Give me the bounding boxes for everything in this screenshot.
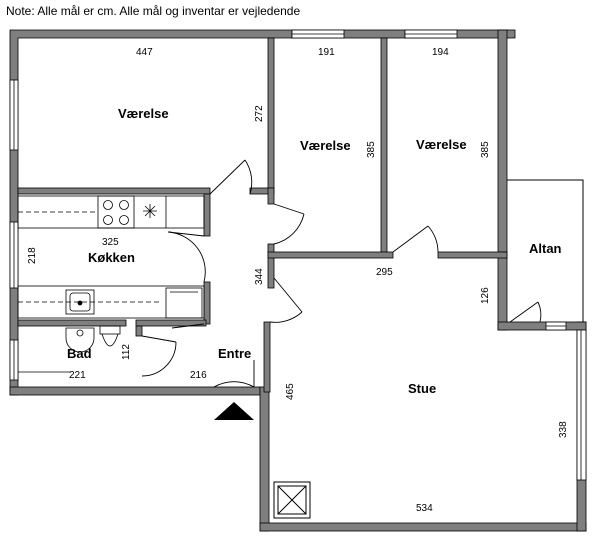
kitchen-fixtures <box>17 195 205 319</box>
dim-stue-step: 126 <box>480 287 491 304</box>
sink <box>65 289 95 315</box>
door-kitchen-stub <box>171 323 205 329</box>
dim-vaerelse-2-depth: 385 <box>366 141 377 158</box>
dim-stue-side: 338 <box>558 421 569 438</box>
fan-icon <box>143 204 157 218</box>
altan-outline <box>507 179 584 322</box>
dim-vaerelse-1-depth: 272 <box>254 105 265 122</box>
dim-vaerelse-2-width: 191 <box>318 47 335 58</box>
wall-east-upper <box>497 29 508 253</box>
wall-room2-east <box>380 37 388 253</box>
window-east-stue <box>576 329 587 481</box>
wall-kitchen-south <box>17 319 127 327</box>
wall-bottom-left <box>9 386 261 396</box>
dim-stue-depth: 465 <box>285 383 296 400</box>
door-entre <box>213 360 255 388</box>
dim-vaerelse-3-width: 194 <box>432 47 449 58</box>
interior-walls <box>17 37 508 393</box>
fridge <box>165 287 203 319</box>
wall-west-stue <box>259 386 270 532</box>
room-label-stue: Stue <box>408 381 436 396</box>
room-label-entre: Entre <box>218 346 251 361</box>
washbasin <box>65 327 95 353</box>
door-room3 <box>392 225 439 253</box>
dim-hall-width: 295 <box>376 267 393 278</box>
dim-koekken-depth: 218 <box>27 247 38 264</box>
wall-entre-west-b <box>203 281 211 325</box>
wall-bottom-stue <box>259 522 587 532</box>
wall-room1-south-a <box>17 187 211 195</box>
wall-hall-1 <box>267 243 275 289</box>
room-label-altan: Altan <box>529 241 562 256</box>
wall-hall-2 <box>267 251 394 259</box>
room-label-vaerelse-2: Værelse <box>300 138 351 153</box>
toilet-tank <box>99 325 121 335</box>
exterior-walls <box>9 29 587 532</box>
wall-entre-east <box>263 321 271 393</box>
dim-entre-depth: 344 <box>254 268 265 285</box>
room-label-vaerelse-1: Værelse <box>118 106 169 121</box>
wall-room2-west <box>267 187 275 205</box>
room-label-vaerelse-3: Værelse <box>416 137 467 152</box>
shaft <box>273 481 311 519</box>
dim-koekken-width: 325 <box>102 237 119 248</box>
dim-stue-width: 534 <box>416 503 433 514</box>
door-stue <box>269 277 303 323</box>
wall-altan-sill <box>497 321 587 331</box>
door-bath <box>141 335 177 377</box>
dim-bad-width: 221 <box>69 370 86 381</box>
toilet-bowl <box>101 333 119 347</box>
wall-room1-east <box>267 37 275 189</box>
door-altan <box>509 301 542 323</box>
windows <box>9 29 587 481</box>
door-room2 <box>273 203 305 245</box>
door-room1 <box>209 159 253 195</box>
dim-bad-depth: 112 <box>121 344 132 360</box>
dim-entre-width: 216 <box>190 370 207 381</box>
doors <box>141 159 542 388</box>
dim-vaerelse-3-depth: 385 <box>480 141 491 158</box>
wall-bath-east <box>135 325 143 337</box>
wall-hall-3 <box>437 251 508 259</box>
door-kitchen <box>167 231 206 283</box>
room-label-bad: Bad <box>67 346 92 361</box>
wall-altan-step <box>497 251 508 331</box>
room-label-koekken: Køkken <box>88 250 135 265</box>
wall-entre-west-a <box>203 193 211 237</box>
entrance-arrow-icon <box>214 402 254 420</box>
dim-vaerelse-1-width: 447 <box>136 47 153 58</box>
wall-bath-east-stub <box>135 319 207 327</box>
bath-fixtures <box>18 325 121 373</box>
plan-note: Note: Alle mål er cm. Alle mål og invent… <box>6 4 301 18</box>
stove <box>97 195 135 229</box>
